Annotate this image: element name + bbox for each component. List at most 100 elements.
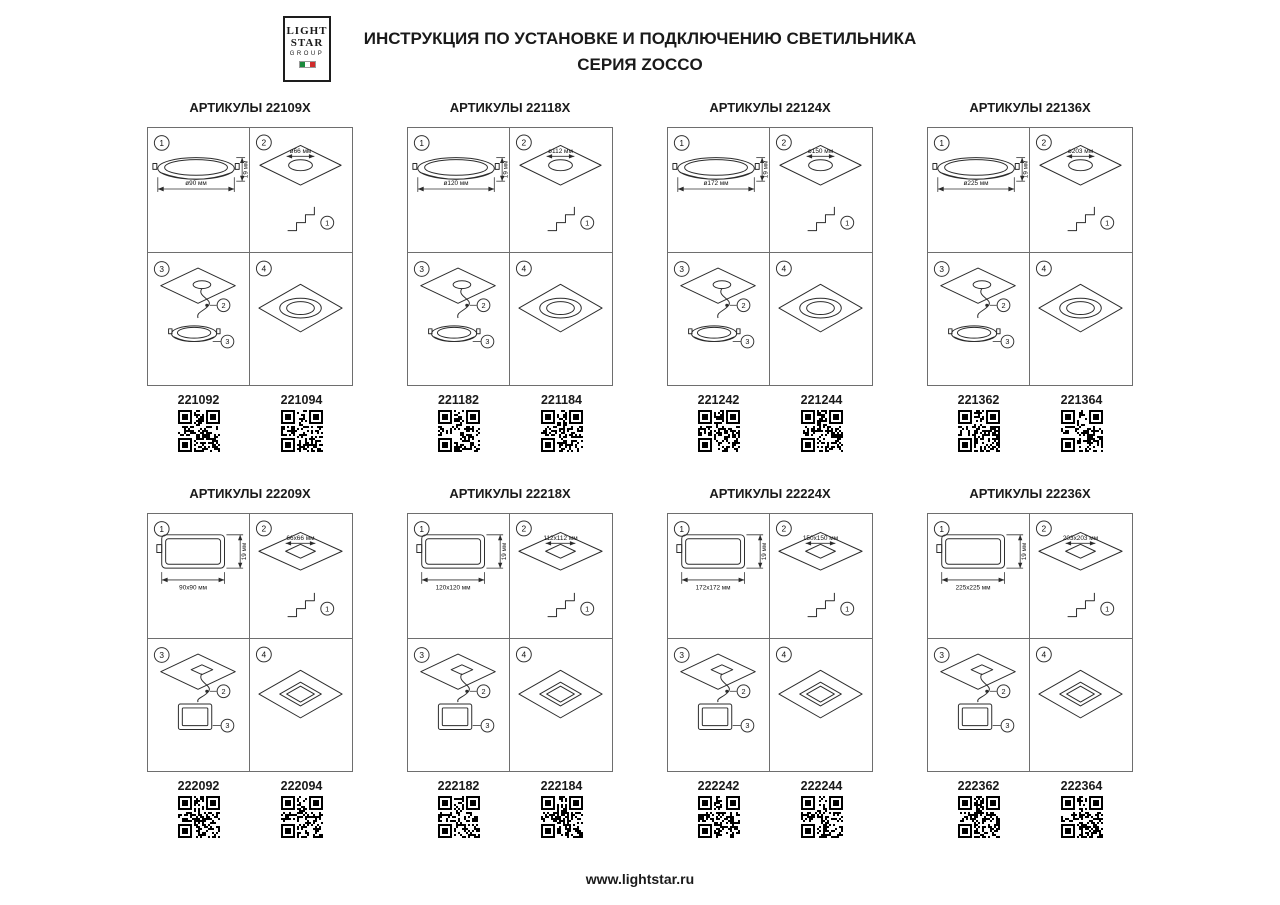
svg-text:2: 2 (221, 301, 225, 310)
step-cell-1: 1 225x225 мм (928, 514, 1030, 639)
step-number: 2 (1035, 134, 1052, 151)
step-number: 2 (515, 134, 532, 151)
svg-text:3: 3 (225, 337, 229, 346)
step-cell-4: 4 (770, 639, 872, 771)
instruction-grid: 1 ø120 мм (407, 127, 613, 386)
step-cell-2: 2 ø203 мм 1 (1030, 128, 1132, 253)
step-cell-2: 2 ø66 мм 1 (250, 128, 352, 253)
fixture-side-diagram: 1 90x90 мм (153, 521, 248, 592)
power-cable (197, 288, 210, 319)
step-cell-4: 4 (250, 639, 352, 771)
article-number: 221184 (540, 393, 583, 407)
callout-2: 2 (736, 684, 751, 699)
article-numbers: 221092 221094 (147, 393, 353, 407)
instruction-grid: 1 ø90 мм (147, 127, 353, 386)
step-number: 1 (153, 135, 170, 151)
wiring-diagram: 3 2 3 (413, 647, 496, 733)
fixture-side-diagram: 1 ø172 мм (672, 135, 769, 192)
step-cell-3: 3 2 3 (408, 253, 510, 385)
power-cable (457, 673, 470, 703)
callout-2: 2 (736, 298, 751, 313)
qr-code (280, 796, 323, 838)
callout-3: 3 (1000, 334, 1015, 349)
step-number: 2 (255, 520, 272, 537)
dimension-annotations: ø120 мм 19 мм (417, 157, 509, 192)
dimension-annotations: 112x112 мм (543, 535, 578, 546)
article-number: 221182 (437, 393, 480, 407)
instruction-grid: 1 225x225 мм (927, 513, 1133, 772)
cutout-diagram: 2 203x203 мм 1 (1035, 520, 1123, 618)
step-cell-4: 4 (1030, 639, 1132, 771)
qr-codes (407, 410, 613, 452)
panels-row-round: АРТИКУЛЫ 22109X 1 (0, 100, 1280, 452)
svg-text:1: 1 (159, 138, 164, 148)
svg-text:4: 4 (522, 263, 527, 273)
step-cell-1: 1 120x120 мм (408, 514, 510, 639)
callout-1: 1 (580, 215, 595, 230)
panel-title: АРТИКУЛЫ 22124X (709, 100, 831, 115)
step-number: 4 (515, 260, 532, 277)
step-number: 4 (775, 646, 792, 663)
instruction-grid: 1 90x90 мм (147, 513, 353, 772)
svg-text:3: 3 (745, 721, 749, 730)
header: LIGHT STAR GROUP ИНСТРУКЦИЯ ПО УСТАНОВКЕ… (0, 0, 1280, 82)
cutout-dimension-label: 112x112 мм (543, 535, 577, 542)
svg-text:3: 3 (939, 650, 944, 660)
dimension-annotations: ø90 мм 19 мм (157, 157, 249, 192)
callout-1: 1 (840, 601, 855, 616)
product-panel: АРТИКУЛЫ 22118X 1 (407, 100, 613, 452)
step-cell-3: 3 2 3 (928, 253, 1030, 385)
svg-text:1: 1 (325, 218, 329, 227)
step-cell-2: 2 66x66 мм 1 (250, 514, 352, 639)
step-cell-3: 3 2 3 (148, 639, 250, 771)
step-cell-4: 4 (250, 253, 352, 385)
instruction-grid: 1 ø225 мм (927, 127, 1133, 386)
step-cell-4: 4 (510, 639, 612, 771)
callout-1: 1 (580, 601, 595, 616)
svg-text:4: 4 (782, 263, 787, 273)
svg-text:3: 3 (159, 264, 164, 274)
step-cell-3: 3 2 3 (668, 253, 770, 385)
fixture-side-diagram: 1 120x120 мм (413, 521, 508, 592)
svg-text:1: 1 (1105, 604, 1109, 613)
article-numbers: 221242 221244 (667, 393, 873, 407)
fixture-side-diagram: 1 172x172 мм (673, 521, 768, 592)
svg-text:3: 3 (1005, 721, 1009, 730)
qr-codes (147, 410, 353, 452)
step-cell-4: 4 (510, 253, 612, 385)
svg-text:2: 2 (262, 137, 267, 147)
panel-title: АРТИКУЛЫ 22224X (709, 486, 831, 501)
svg-text:2: 2 (782, 523, 787, 533)
height-dimension-label: 19 мм (503, 161, 509, 179)
callout-1: 1 (320, 601, 335, 616)
step-number: 2 (775, 520, 792, 537)
svg-text:1: 1 (325, 604, 329, 613)
height-dimension-label: 19 мм (1021, 543, 1028, 561)
cutout-diagram: 2 ø112 мм 1 (515, 134, 602, 232)
cutout-dimension-label: 150x150 мм (803, 535, 838, 542)
svg-text:1: 1 (939, 524, 944, 534)
article-number: 222244 (800, 779, 843, 793)
step-number: 1 (933, 521, 950, 537)
dimension-annotations: ø172 мм 19 мм (677, 157, 769, 192)
step-number: 2 (775, 134, 792, 151)
installed-view-diagram: 4 (1035, 646, 1123, 719)
width-dimension-label: ø172 мм (704, 180, 729, 187)
svg-text:2: 2 (262, 523, 267, 533)
product-panel: АРТИКУЛЫ 22236X 1 2 (927, 486, 1133, 838)
dimension-annotations: ø203 мм (1066, 148, 1095, 159)
spring-clip-icon (807, 206, 835, 232)
qr-code (280, 410, 323, 452)
panel-title: АРТИКУЛЫ 22109X (189, 100, 311, 115)
svg-text:1: 1 (585, 604, 589, 613)
callout-1: 1 (1100, 215, 1115, 230)
step-number: 4 (255, 646, 272, 663)
step-number: 1 (413, 521, 430, 537)
width-dimension-label: 172x172 мм (696, 585, 731, 592)
power-cable (717, 673, 730, 703)
dimension-annotations: ø66 мм (286, 148, 315, 159)
product-panel: АРТИКУЛЫ 22224X 1 1 (667, 486, 873, 838)
wiring-diagram: 3 2 3 (413, 261, 496, 349)
height-dimension-label: 19 мм (241, 543, 248, 561)
